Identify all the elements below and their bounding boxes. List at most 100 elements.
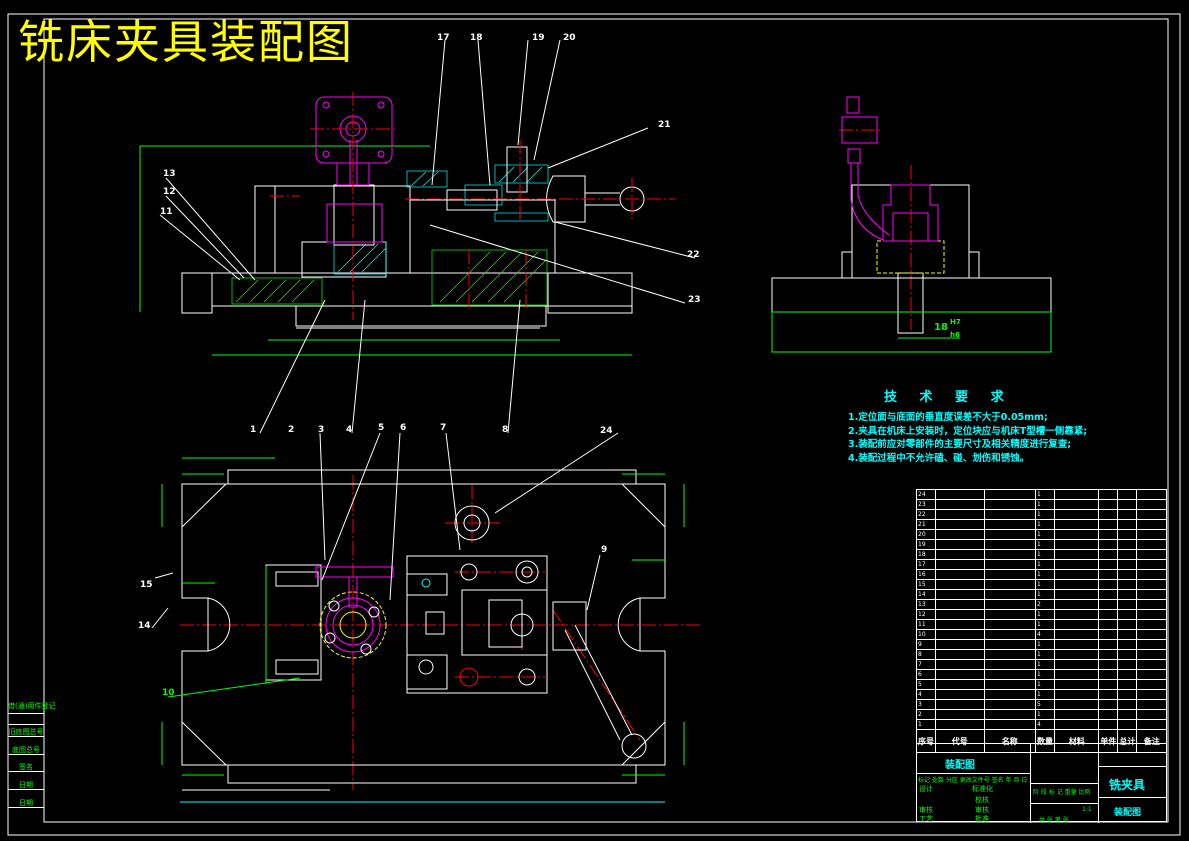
bom-cell: 1 [1035,589,1056,600]
bom-cell [935,519,985,530]
bom-cell: 18 [916,549,936,560]
bom-cell [983,489,1037,500]
bom-cell: 2 [1035,599,1056,610]
bom-cell [983,619,1037,630]
part-label-3: 3 [318,425,324,435]
bom-cell: 6 [916,669,936,680]
bom-cell: 20 [916,529,936,540]
bom-cell: 1 [916,719,936,730]
bom-cell [935,549,985,560]
part-label-12: 12 [163,187,176,197]
bom-cell: 1 [1035,669,1056,680]
bom-cell [1136,589,1167,600]
part-label-14: 14 [138,621,151,631]
bom-cell [1117,519,1138,530]
bom-cell [983,589,1037,600]
bom-cell [1117,609,1138,620]
bom-cell [1098,679,1119,690]
top-view [181,469,666,784]
bom-cell: 12 [916,609,936,620]
bom-cell [935,529,985,540]
side-strip-label: 日期 [19,799,33,807]
bom-cell [1054,599,1100,610]
scale-value: 1:1 [1082,806,1092,813]
bom-cell: 1 [1035,639,1056,650]
centerlines [180,92,912,790]
bom-cell: 7 [916,659,936,670]
bom-cell [1054,559,1100,570]
side-strip: 借(通)用件登记 旧底图总号 底图总号 签名 日期 日期 [8,700,55,819]
bom-cell: 1 [1035,649,1056,660]
bom-cell: 14 [916,589,936,600]
bom-cell [1136,639,1167,650]
bom-cell [1136,699,1167,710]
bom-cell: 1 [1035,549,1056,560]
bom-cell [1117,709,1138,720]
bom-cell [1117,499,1138,510]
requirement-item: 4.装配过程中不允许磕、碰、划伤和锈蚀。 [848,452,1030,464]
bom-cell [1136,579,1167,590]
bom-row: 18 1 [916,549,1167,560]
bom-cell [1117,689,1138,700]
bom-cell [1136,489,1167,500]
bom-cell [1117,649,1138,660]
bom-cell: 9 [916,639,936,650]
bom-cell [1117,569,1138,580]
front-magenta-part [315,96,393,243]
part-label-5: 5 [378,423,384,433]
bom-cell [1117,549,1138,560]
bom-cell: 1 [1035,529,1056,540]
part-label-7: 7 [440,423,446,433]
front-cyan-hatch [333,164,549,275]
bom-cell [983,539,1037,550]
part-label-21: 21 [658,120,671,130]
bom-cell [935,539,985,550]
bom-cell [1136,569,1167,580]
bom-cell [1136,499,1167,510]
bom-cell [1098,549,1119,560]
part-label-6: 6 [400,423,406,433]
bom-cell [935,689,985,700]
bom-cell [935,509,985,520]
bom-cell [935,569,985,580]
bom-cell [1117,699,1138,710]
part-label-22: 22 [687,250,700,260]
bom-header-cell: 总计 [1117,729,1138,753]
bom-cell [1136,539,1167,550]
bom-cell [1054,539,1100,550]
bom-cell [1136,509,1167,520]
bom-cell [983,709,1037,720]
bom-cell: 1 [1035,569,1056,580]
bom-cell [983,499,1037,510]
bom-header-cell: 材料 [1054,729,1100,753]
bom-cell [1054,569,1100,580]
bom-header-cell: 序号 [916,729,936,753]
part-label-20: 20 [563,33,576,43]
bom-cell [983,639,1037,650]
part-label-1: 1 [250,425,256,435]
bom-cell [1098,599,1119,610]
side-strip-label: 日期 [19,781,33,789]
part-label-17: 17 [437,33,450,43]
bom-cell [1054,619,1100,630]
part-label-2: 2 [288,425,294,435]
bom-cell: 1 [1035,559,1056,570]
bom-header-cell: 备注 [1136,729,1167,753]
bom-cell [935,609,985,620]
inner-border [43,18,1169,823]
bom-cell [1054,719,1100,730]
bom-cell [1117,509,1138,520]
technical-requirements-list: 1.定位面与底面的垂直度误差不大于0.05mm; 2.夹具在机床上安装时，定位块… [848,411,1087,465]
bom-row: 20 1 [916,529,1167,540]
bom-cell [983,649,1037,660]
bom-cell [935,669,985,680]
drawing-title: 铣床夹具装配图 [18,15,354,69]
bom-cell [1098,689,1119,700]
bom-cell: 1 [1035,519,1056,530]
svg-text:H7: H7 [950,318,961,326]
